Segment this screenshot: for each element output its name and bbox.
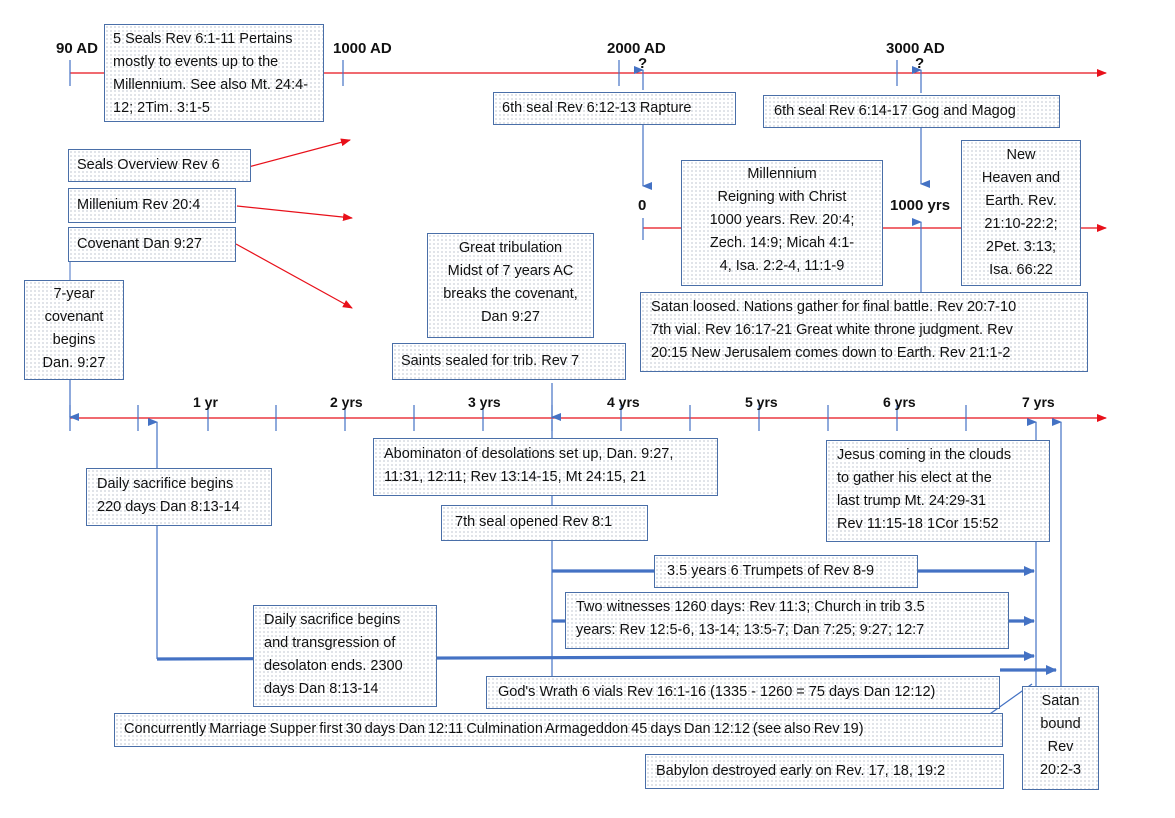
satan-bound-box: Satan bound Rev 20:2-3: [1022, 686, 1099, 790]
saints-sealed-box: Saints sealed for trib. Rev 7: [392, 343, 626, 380]
two-witnesses-box: Two witnesses 1260 days: Rev 11:3; Churc…: [565, 592, 1009, 649]
marriage-supper-box: Concurrently Marriage Supper first 30 da…: [114, 713, 1003, 747]
covenant-box: Covenant Dan 9:27: [68, 227, 236, 262]
sixth-seal-gog-box: 6th seal Rev 6:14-17 Gog and Magog: [763, 95, 1060, 128]
era-label-90ad: 90 AD: [56, 40, 98, 57]
satan-loosed-box: Satan loosed. Nations gather for final b…: [640, 292, 1088, 372]
gods-wrath-box: God's Wrath 6 vials Rev 16:1-16 (1335 - …: [486, 676, 1000, 709]
red-pointer: [236, 138, 351, 171]
five-seals-box: 5 Seals Rev 6:1-11 Pertains mostly to ev…: [104, 24, 324, 122]
era-label-1000ad: 1000 AD: [333, 40, 392, 57]
seven-year-covenant-box: 7-year covenant begins Dan. 9:27: [24, 280, 124, 380]
daily-sacrifice-begins-box: Daily sacrifice begins 220 days Dan 8:13…: [86, 468, 272, 526]
babylon-box: Babylon destroyed early on Rev. 17, 18, …: [645, 754, 1004, 789]
question-mark: ?: [638, 55, 648, 72]
era-label-3000ad: 3000 AD: [886, 40, 945, 57]
daily-sacrifice-2300-box: Daily sacrifice begins and transgression…: [253, 605, 437, 707]
week-tick-label: 7 yrs: [1022, 394, 1055, 410]
great-tribulation-box: Great tribulation Midst of 7 years AC br…: [427, 233, 594, 338]
trumpets-box: 3.5 years 6 Trumpets of Rev 8-9: [654, 555, 918, 588]
sixth-seal-rapture-box: 6th seal Rev 6:12-13 Rapture: [493, 92, 736, 125]
week-tick-label: 2 yrs: [330, 394, 363, 410]
week-tick-label: 5 yrs: [745, 394, 778, 410]
millennium-end-label: 1000 yrs: [890, 197, 951, 214]
era-label-2000ad: 2000 AD: [607, 40, 666, 57]
millenium-box: Millenium Rev 20:4: [68, 188, 236, 223]
seals-overview-box: Seals Overview Rev 6: [68, 149, 251, 182]
jesus-coming-box: Jesus coming in the clouds to gather his…: [826, 440, 1050, 542]
week-tick-label: 3 yrs: [468, 394, 501, 410]
millennium-start-label: 0: [638, 197, 647, 214]
week-tick-label: 1 yr: [193, 394, 218, 410]
week-tick-label: 6 yrs: [883, 394, 916, 410]
red-pointer: [235, 243, 353, 309]
abomination-box: Abominaton of desolations set up, Dan. 9…: [373, 438, 718, 496]
question-mark: ?: [915, 55, 925, 72]
red-pointer: [236, 205, 353, 222]
millennium-reign-box: Millennium Reigning with Christ 1000 yea…: [681, 160, 883, 286]
seventh-seal-box: 7th seal opened Rev 8:1: [441, 505, 648, 541]
week-tick-label: 4 yrs: [607, 394, 640, 410]
new-heaven-box: New Heaven and Earth. Rev. 21:10-22:2; 2…: [961, 140, 1081, 286]
